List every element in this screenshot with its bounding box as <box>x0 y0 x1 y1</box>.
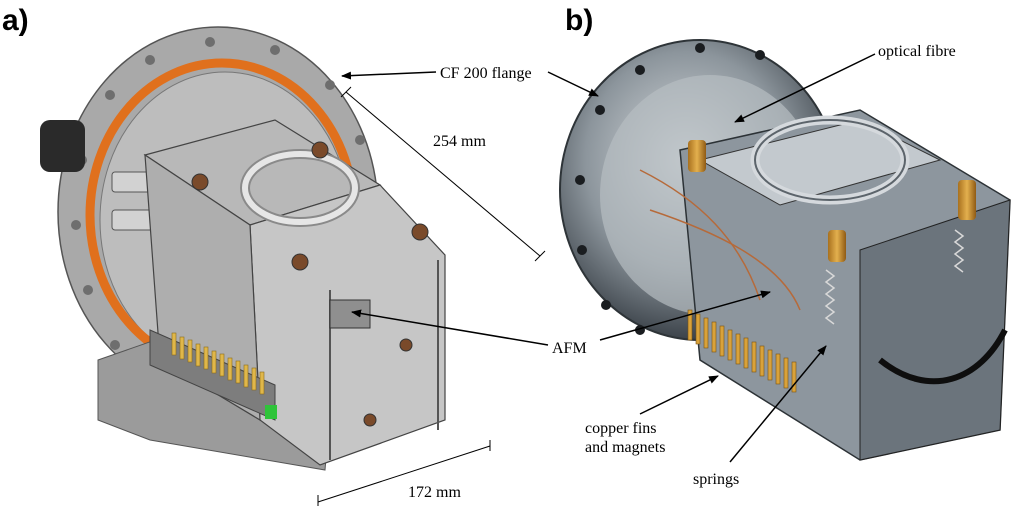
label-optical-fibre: optical fibre <box>878 43 956 60</box>
flange-bolt-holes-photo <box>575 43 765 335</box>
arrow-afm-right <box>599 290 771 341</box>
panel-b <box>559 25 1024 465</box>
copper-fins-cad <box>149 329 277 421</box>
panel-label-b: b) <box>565 4 593 37</box>
arrow-flange-right <box>547 71 599 97</box>
copper-coils-photo <box>688 140 976 262</box>
label-copper-fins: copper fins <box>585 420 657 437</box>
label-afm: AFM <box>552 340 587 357</box>
dimension-line-172 <box>317 445 491 503</box>
label-springs: springs <box>693 471 739 488</box>
dimension-line-254 <box>345 91 541 257</box>
arrow-copper-fins <box>639 375 719 415</box>
spring-posts-cad <box>191 141 429 427</box>
arrow-flange-left <box>341 71 437 80</box>
springs-photo <box>824 229 965 325</box>
arrow-afm-left <box>351 309 549 346</box>
panel-a <box>40 26 446 471</box>
dsub-connector-2 <box>111 209 155 231</box>
arrow-springs <box>729 345 827 463</box>
flange-bolt-holes <box>71 37 373 385</box>
label-172-mm: 172 mm <box>408 484 461 501</box>
copper-fins-photo <box>687 309 797 393</box>
label-cf200-flange: CF 200 flange <box>440 65 532 82</box>
label-254-mm: 254 mm <box>433 133 486 150</box>
feedthrough-knob <box>40 120 85 172</box>
label-and-magnets: and magnets <box>585 439 665 456</box>
panel-label-a: a) <box>2 4 29 37</box>
arrow-optical-fibre <box>734 53 876 123</box>
black-cable <box>878 328 1008 385</box>
